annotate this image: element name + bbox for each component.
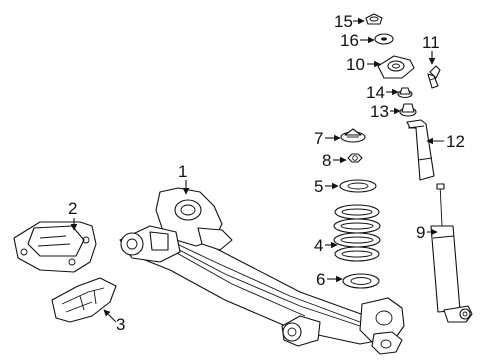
bracket-plate-part: [13, 221, 97, 273]
callout-label: 9: [416, 223, 425, 242]
callout-3: 3: [103, 309, 125, 334]
callout-label: 3: [116, 315, 125, 334]
callout-label: 15: [334, 12, 353, 31]
callout-label: 13: [370, 102, 389, 121]
washer-part: [397, 87, 413, 99]
callout-9: 9: [416, 223, 438, 242]
callout-12: 12: [426, 132, 465, 151]
callout-15: 15: [334, 12, 365, 31]
cap-nut-part: [365, 13, 383, 25]
callout-label: 4: [314, 236, 323, 255]
callout-label: 8: [322, 151, 331, 170]
mount-part: [340, 128, 366, 143]
callout-14: 14: [366, 83, 399, 102]
callout-label: 7: [314, 129, 323, 148]
callout-label: 12: [446, 132, 465, 151]
callout-11: 11: [422, 33, 440, 65]
callout-8: 8: [322, 151, 347, 170]
shock-absorber-part: [430, 183, 473, 323]
callout-label: 16: [340, 31, 359, 50]
callout-6: 6: [316, 270, 343, 289]
callout-label: 1: [178, 162, 187, 181]
bolt-part: [427, 65, 441, 89]
callout-label: 6: [316, 270, 325, 289]
callout-label: 10: [346, 55, 365, 74]
callout-5: 5: [314, 177, 339, 196]
coil-spring-part: [333, 204, 381, 262]
upper-spring-seat-part: [339, 179, 377, 193]
nut-part: [347, 153, 363, 163]
callout-7: 7: [314, 129, 341, 148]
callout-1: 1: [178, 162, 190, 195]
callout-4: 4: [314, 236, 338, 255]
callout-16: 16: [340, 31, 375, 50]
callout-label: 2: [68, 199, 77, 218]
bump-stop-part: [399, 103, 417, 117]
dust-boot-part: [406, 119, 435, 181]
callout-13: 13: [370, 102, 401, 121]
callout-label: 11: [422, 33, 440, 52]
callout-10: 10: [346, 55, 381, 74]
callout-label: 5: [314, 177, 323, 196]
axle-beam-part: [119, 187, 405, 355]
callout-2: 2: [68, 199, 77, 231]
callout-label: 14: [366, 83, 385, 102]
lower-spring-seat-part: [342, 273, 380, 289]
upper-mount-bracket-part: [377, 55, 415, 79]
lower-bracket-part: [51, 277, 117, 323]
washer-plate-part: [374, 33, 394, 45]
